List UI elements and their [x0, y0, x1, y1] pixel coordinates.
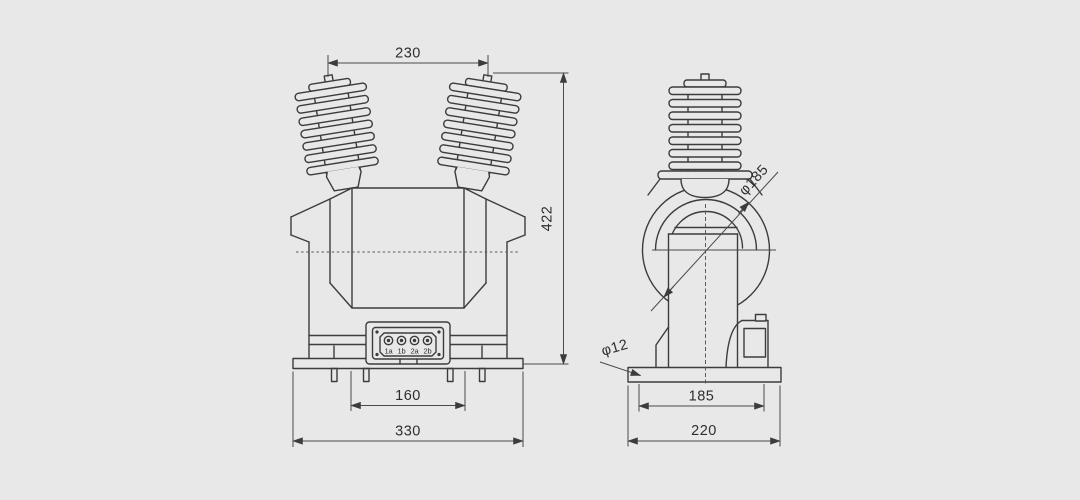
terminal-label-1a: 1a — [385, 347, 394, 356]
front-dimensions: 230 422 160 330 — [292, 46, 569, 447]
side-view: φ185 φ12 185 220 — [599, 73, 782, 447]
terminal-label-1b: 1b — [398, 347, 406, 356]
bushing-skirt — [657, 170, 753, 180]
front-view: 1a 1b 2a 2b 230 422 160 330 — [290, 46, 569, 447]
extension-lines — [627, 384, 781, 447]
screw-icon — [437, 330, 441, 334]
bushing-dome — [680, 178, 730, 199]
bushing-right — [435, 69, 525, 192]
dim-text-220: 220 — [691, 423, 717, 439]
terminal-box-outer — [365, 321, 451, 365]
terminal-box: 1a 1b 2a 2b — [365, 321, 451, 365]
round-body — [641, 185, 771, 369]
mounting-flange — [308, 334, 508, 346]
trunk-fill — [668, 234, 738, 368]
bracket-fillet — [725, 319, 743, 369]
mounting-studs — [330, 367, 486, 383]
bracket-plate — [743, 327, 767, 358]
dim-text-185: 185 — [689, 389, 715, 405]
bushing-left-throat — [325, 166, 362, 192]
dim-text-230: 230 — [395, 46, 421, 62]
screw-icon — [437, 352, 441, 357]
body-middle-arc — [654, 198, 758, 251]
bushing-left — [291, 69, 381, 192]
trunk-sides — [667, 233, 739, 369]
dim-text-160: 160 — [395, 388, 421, 404]
side-base-group — [627, 313, 782, 383]
dim-text-phi12: φ12 — [600, 337, 630, 360]
hole-leader-line — [599, 361, 642, 376]
screw-icon — [375, 330, 379, 334]
terminal-label-2b: 2b — [424, 347, 432, 356]
terminal-plate — [379, 332, 437, 357]
diameter-arrow-lower — [663, 285, 675, 298]
bracket-outline — [741, 319, 769, 369]
dim-text-330: 330 — [395, 424, 421, 440]
dim-text-422: 422 — [540, 206, 556, 232]
side-base-plate — [627, 366, 782, 383]
left-foot-gusset — [655, 326, 670, 369]
bushing-side — [647, 73, 763, 199]
terminal-box-inner — [371, 326, 445, 360]
core-block — [351, 187, 465, 309]
terminal-label-2a: 2a — [411, 347, 420, 356]
diameter-arrow-upper — [738, 201, 750, 214]
bushing-right-throat — [454, 166, 491, 192]
screw-icon — [375, 352, 379, 357]
terminals — [383, 335, 433, 346]
bracket-lug — [754, 313, 767, 322]
